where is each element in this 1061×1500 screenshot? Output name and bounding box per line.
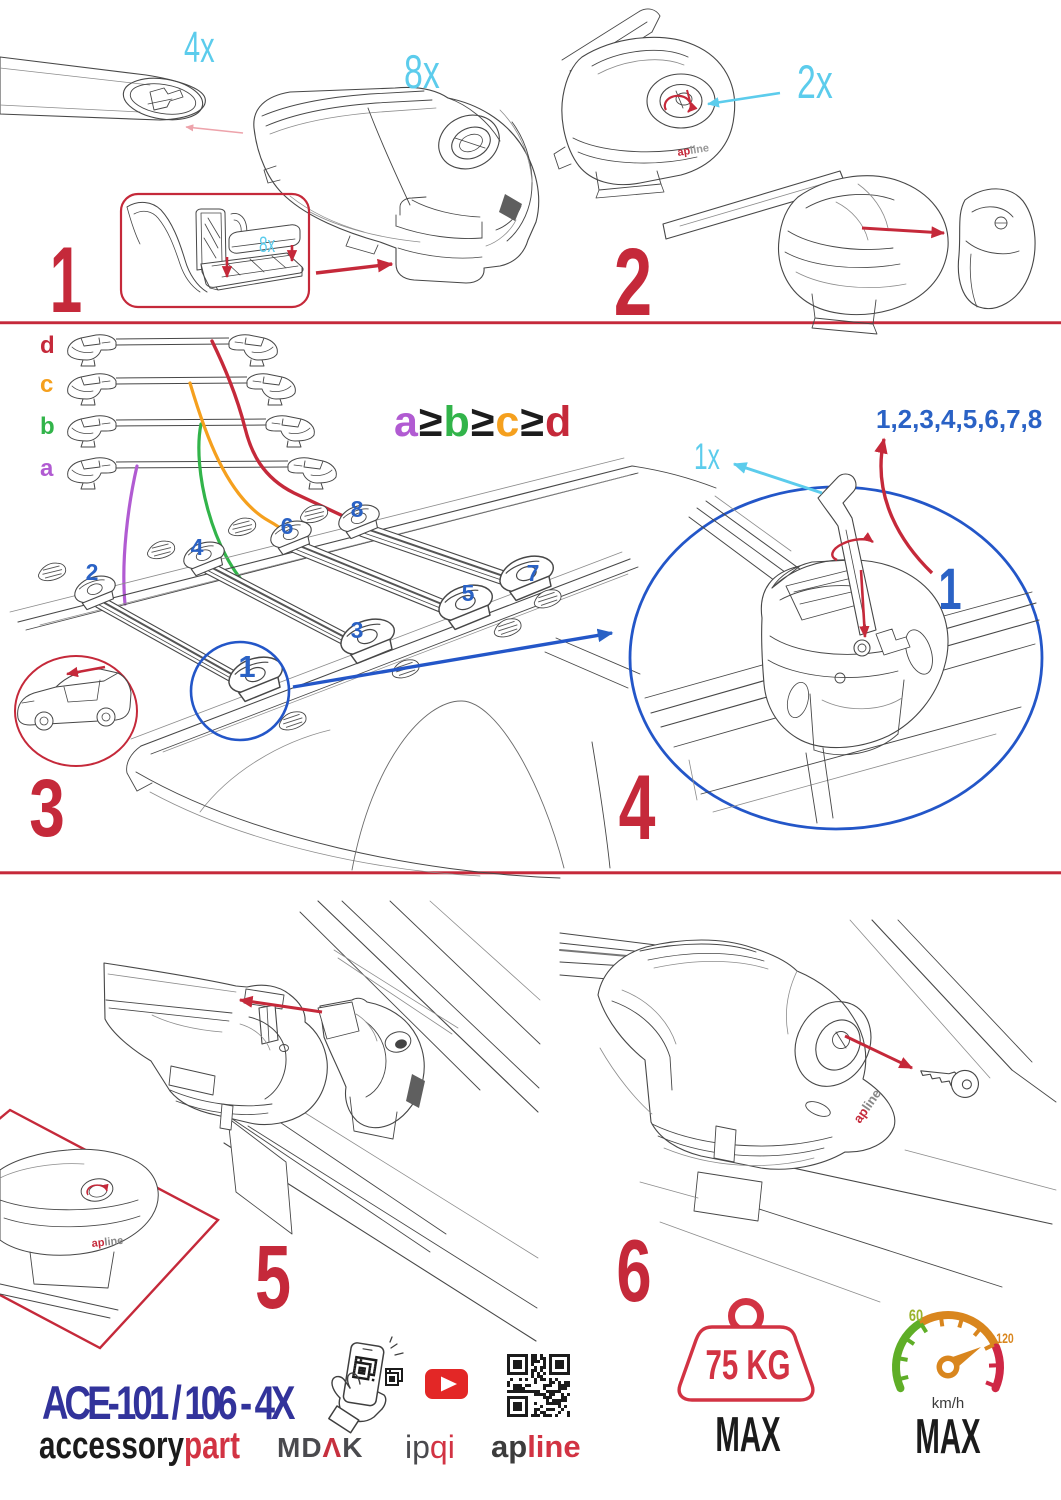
svg-text:b: b xyxy=(40,413,55,440)
svg-text:1: 1 xyxy=(50,227,82,333)
svg-text:8x: 8x xyxy=(404,46,440,99)
svg-text:1: 1 xyxy=(238,649,255,684)
svg-text:1,2,3,4,5,6,7,8: 1,2,3,4,5,6,7,8 xyxy=(876,404,1042,434)
svg-text:accessorypart: accessorypart xyxy=(39,1425,240,1467)
svg-text:3: 3 xyxy=(29,761,65,854)
svg-text:1: 1 xyxy=(938,556,961,621)
svg-text:75 KG: 75 KG xyxy=(706,1341,791,1389)
svg-text:c: c xyxy=(40,371,53,398)
svg-text:ipqi: ipqi xyxy=(405,1429,455,1465)
svg-text:3: 3 xyxy=(351,617,364,643)
svg-text:2: 2 xyxy=(86,559,99,585)
svg-text:8: 8 xyxy=(351,496,364,522)
svg-text:ACE-101 / 106 - 4X: ACE-101 / 106 - 4X xyxy=(42,1377,296,1429)
svg-text:MDΛK: MDΛK xyxy=(277,1432,363,1463)
svg-text:60: 60 xyxy=(909,1306,923,1325)
svg-text:2: 2 xyxy=(614,228,652,336)
svg-text:5: 5 xyxy=(255,1227,291,1328)
svg-text:d: d xyxy=(40,332,55,359)
svg-text:2x: 2x xyxy=(797,56,833,109)
svg-text:4x: 4x xyxy=(184,22,215,72)
svg-text:1x: 1x xyxy=(694,436,720,477)
svg-text:4: 4 xyxy=(191,534,204,560)
svg-text:8x: 8x xyxy=(259,233,276,257)
svg-text:5: 5 xyxy=(462,580,475,606)
svg-text:apline: apline xyxy=(91,1235,124,1250)
svg-text:apline: apline xyxy=(677,142,710,159)
svg-text:6: 6 xyxy=(616,1223,651,1321)
svg-text:MAX: MAX xyxy=(715,1406,780,1462)
svg-text:6: 6 xyxy=(281,513,294,539)
svg-text:a≥b≥c≥d: a≥b≥c≥d xyxy=(394,398,572,446)
svg-text:km/h: km/h xyxy=(932,1395,965,1412)
svg-text:a: a xyxy=(40,455,54,482)
svg-text:120: 120 xyxy=(996,1331,1014,1347)
svg-text:MAX: MAX xyxy=(915,1408,980,1464)
svg-text:4: 4 xyxy=(619,755,656,858)
svg-text:apline: apline xyxy=(491,1429,581,1464)
svg-text:7: 7 xyxy=(527,560,540,586)
